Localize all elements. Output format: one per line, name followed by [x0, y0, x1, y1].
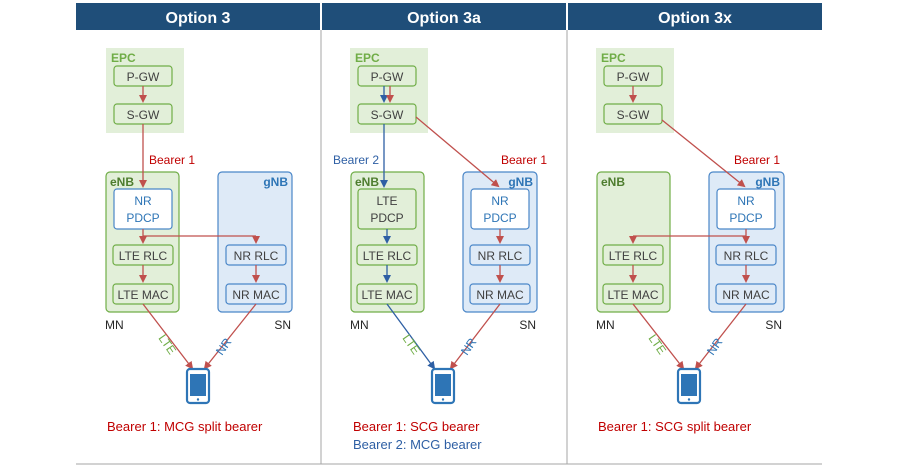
epc-label: EPC — [111, 51, 136, 65]
header-option-3a: Option 3a — [322, 3, 566, 30]
nr-mac-label: NR MAC — [232, 288, 280, 302]
pgw-label: P-GW — [617, 70, 650, 84]
gnb-label: gNB — [263, 175, 288, 189]
nr-rlc-label: NR RLC — [234, 249, 279, 263]
lte-mac-label: LTE MAC — [607, 288, 658, 302]
panel-title: Option 3x — [658, 10, 732, 27]
enb-label: eNB — [355, 175, 379, 189]
bearer-1-path — [629, 86, 750, 370]
smartphone-icon — [430, 367, 456, 405]
pgw-label: P-GW — [127, 70, 160, 84]
caption-bearer-1: Bearer 1: MCG split bearer — [107, 419, 263, 434]
lte-link-label: LTE — [400, 332, 424, 357]
smartphone-icon — [185, 367, 211, 405]
mn-label: MN — [596, 318, 615, 332]
sn-label: SN — [274, 318, 291, 332]
panel-option-3x: EPC P-GW S-GW eNB LTE RLC LTE MAC gNB NR… — [596, 48, 785, 434]
pdcp-line-1: NR — [491, 194, 509, 208]
lte-mac-label: LTE MAC — [117, 288, 168, 302]
sn-label: SN — [519, 318, 536, 332]
lte-mac-label: LTE MAC — [361, 288, 412, 302]
caption-bearer-1: Bearer 1: SCG bearer — [353, 419, 480, 434]
pdcp-line-1: LTE — [376, 194, 397, 208]
lte-link-label: LTE — [646, 332, 670, 357]
caption-bearer-2: Bearer 2: MCG bearer — [353, 437, 482, 452]
nr-rlc-label: NR RLC — [724, 249, 769, 263]
bearer-2-path — [380, 86, 436, 370]
nr-mac-label: NR MAC — [722, 288, 770, 302]
pdcp-line-2: PDCP — [483, 211, 516, 225]
gnb-label: gNB — [755, 175, 780, 189]
lte-rlc-label: LTE RLC — [119, 249, 168, 263]
epc-label: EPC — [601, 51, 626, 65]
bearer-1-label: Bearer 1 — [734, 153, 780, 167]
mn-label: MN — [105, 318, 124, 332]
epc-label: EPC — [355, 51, 380, 65]
bearer-1-label: Bearer 1 — [149, 153, 195, 167]
lte-link-label: LTE — [156, 332, 180, 357]
pdcp-line-2: PDCP — [126, 211, 159, 225]
pgw-label: P-GW — [371, 70, 404, 84]
lte-rlc-label: LTE RLC — [363, 249, 412, 263]
sgw-label: S-GW — [127, 108, 160, 122]
nr-rlc-label: NR RLC — [478, 249, 523, 263]
bearer-1-label: Bearer 1 — [501, 153, 547, 167]
sgw-label: S-GW — [617, 108, 650, 122]
pdcp-line-2: PDCP — [729, 211, 762, 225]
enb-label: eNB — [601, 175, 625, 189]
pdcp-line-1: NR — [134, 194, 152, 208]
panel-title: Option 3a — [407, 10, 481, 27]
smartphone-icon — [676, 367, 702, 405]
sgw-node — [603, 103, 663, 125]
pgw-node — [357, 65, 417, 87]
nr-mac-label: NR MAC — [476, 288, 524, 302]
pdcp-line-1: NR — [737, 194, 755, 208]
pdcp-line-2: PDCP — [370, 211, 403, 225]
panel-option-3: EPC P-GW S-GW eNB NR PDCP LTE RLC LTE MA… — [105, 48, 293, 434]
sn-label: SN — [765, 318, 782, 332]
caption-bearer-1: Bearer 1: SCG split bearer — [598, 419, 752, 434]
panel-option-3a: EPC P-GW S-GW eNB LTE PDCP LTE RLC LTE M… — [333, 48, 547, 452]
gnb-label: gNB — [508, 175, 533, 189]
bearer-1-path — [139, 86, 260, 370]
header-option-3: Option 3 — [76, 3, 320, 30]
enb-label: eNB — [110, 175, 134, 189]
header-option-3x: Option 3x — [568, 3, 822, 30]
sgw-label: S-GW — [371, 108, 404, 122]
mn-label: MN — [350, 318, 369, 332]
sgw-node — [357, 103, 417, 125]
bearer-2-label: Bearer 2 — [333, 153, 379, 167]
panel-title: Option 3 — [166, 10, 231, 27]
lte-rlc-label: LTE RLC — [609, 249, 658, 263]
bearer-1-path — [386, 86, 504, 370]
